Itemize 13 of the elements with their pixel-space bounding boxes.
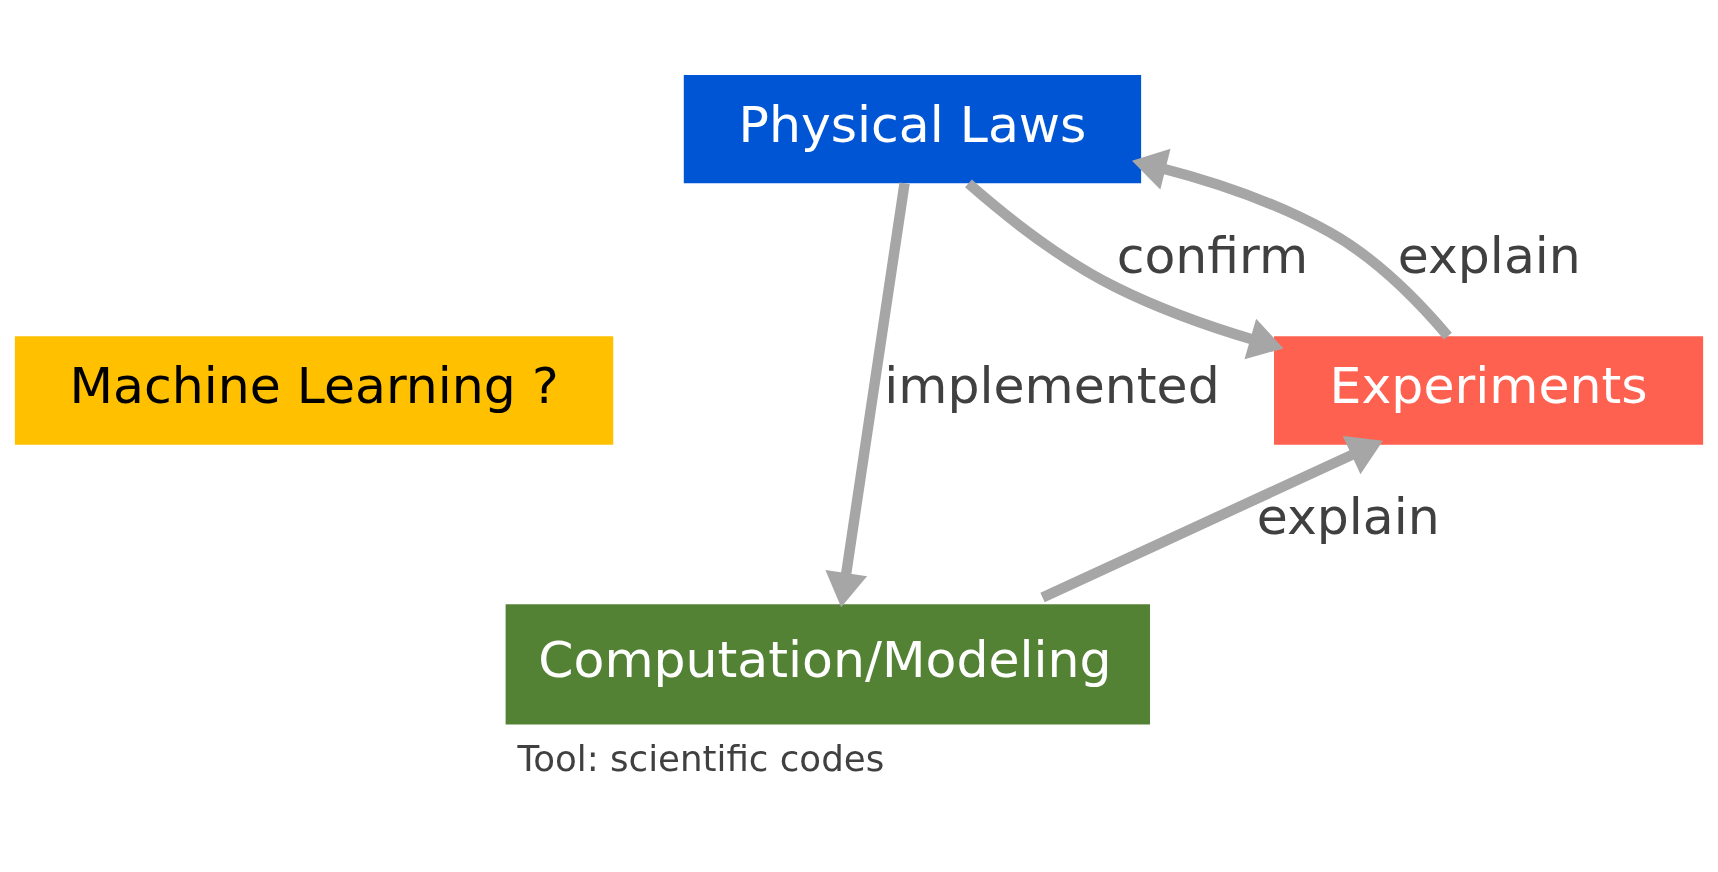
node-label: Tool: scientific codes — [517, 737, 885, 779]
edge-label: confirm — [1116, 225, 1309, 285]
arrow — [825, 182, 910, 607]
arrow — [965, 179, 1284, 359]
edge-label: implemented — [884, 355, 1220, 415]
node-box: Machine Learning ? — [14, 335, 614, 445]
node-box: Experiments — [1274, 335, 1704, 445]
node-box: Computation/Modeling — [505, 603, 1151, 725]
arrow — [1132, 148, 1452, 339]
edge-label: explain — [1397, 225, 1581, 285]
node-box: Physical Laws — [683, 74, 1142, 183]
edge-label: explain — [1256, 486, 1440, 546]
arrow — [1040, 435, 1383, 602]
